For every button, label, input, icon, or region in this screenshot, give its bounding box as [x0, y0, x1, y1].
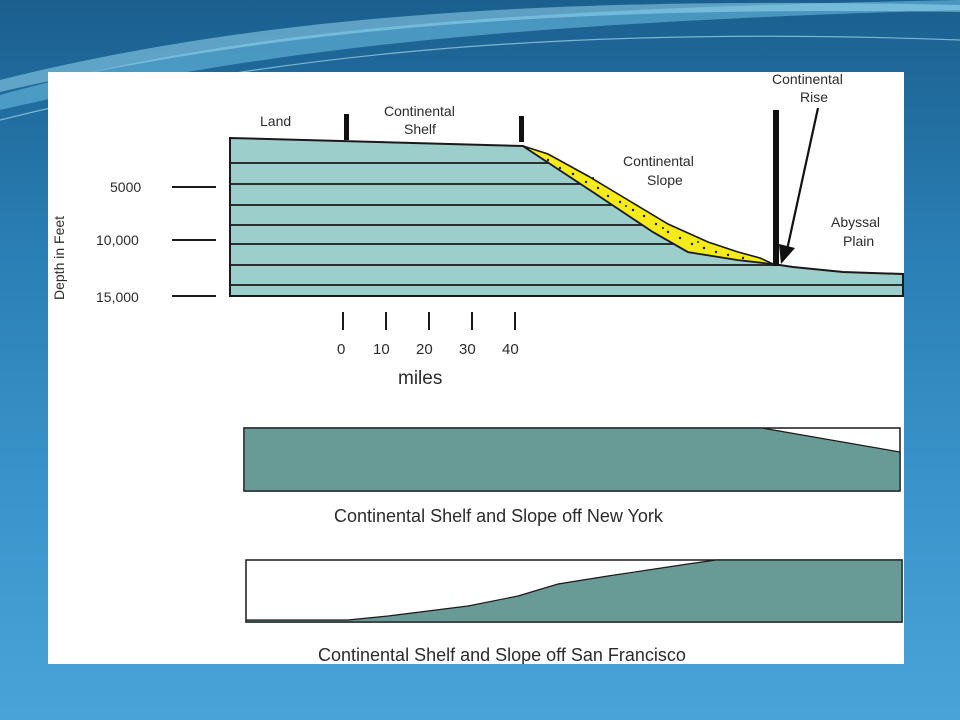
- label-land: Land: [260, 113, 291, 129]
- sediment-wedge: [522, 145, 774, 265]
- y-tick-label-10000: 10,000: [96, 232, 139, 248]
- x-axis-ticks: [342, 312, 516, 330]
- shelf-marker-left: [344, 114, 349, 140]
- sea-body: [229, 136, 904, 297]
- rise-marker: [773, 110, 779, 266]
- continental-margin-diagram: Land Continental Shelf Continental Slope…: [51, 72, 904, 664]
- shelf-marker-right: [519, 116, 524, 142]
- x-tick-label-0: 0: [337, 341, 345, 358]
- label-abyssal-line2: Plain: [843, 233, 874, 249]
- x-tick-label-40: 40: [502, 341, 519, 358]
- x-axis-title: miles: [398, 368, 442, 389]
- profile-caption-san-francisco: Continental Shelf and Slope off San Fran…: [318, 645, 686, 664]
- profile-caption-new-york: Continental Shelf and Slope off New York: [334, 506, 664, 526]
- strata-lines: [230, 162, 903, 286]
- main-cross-section: [229, 107, 904, 297]
- sediment-dots: [546, 158, 745, 260]
- y-axis-ticks: [172, 186, 216, 297]
- label-rise-line2: Rise: [800, 89, 828, 105]
- rise-arrow: [779, 107, 820, 264]
- profile-new-york: [243, 427, 901, 492]
- label-abyssal-line1: Abyssal: [831, 214, 880, 230]
- label-shelf-line2: Shelf: [404, 121, 436, 137]
- y-tick-label-15000: 15,000: [96, 289, 139, 305]
- label-slope-line1: Continental: [623, 153, 694, 169]
- label-rise-line1: Continental: [772, 72, 843, 87]
- diagram-panel: Land Continental Shelf Continental Slope…: [48, 72, 904, 664]
- profile-san-francisco: [245, 559, 903, 623]
- label-slope-line2: Slope: [647, 172, 683, 188]
- y-tick-label-5000: 5000: [110, 179, 141, 195]
- y-axis-title: Depth in Feet: [51, 216, 67, 300]
- x-tick-label-20: 20: [416, 341, 433, 358]
- x-tick-label-10: 10: [373, 341, 390, 358]
- x-tick-label-30: 30: [459, 341, 476, 358]
- label-shelf-line1: Continental: [384, 103, 455, 119]
